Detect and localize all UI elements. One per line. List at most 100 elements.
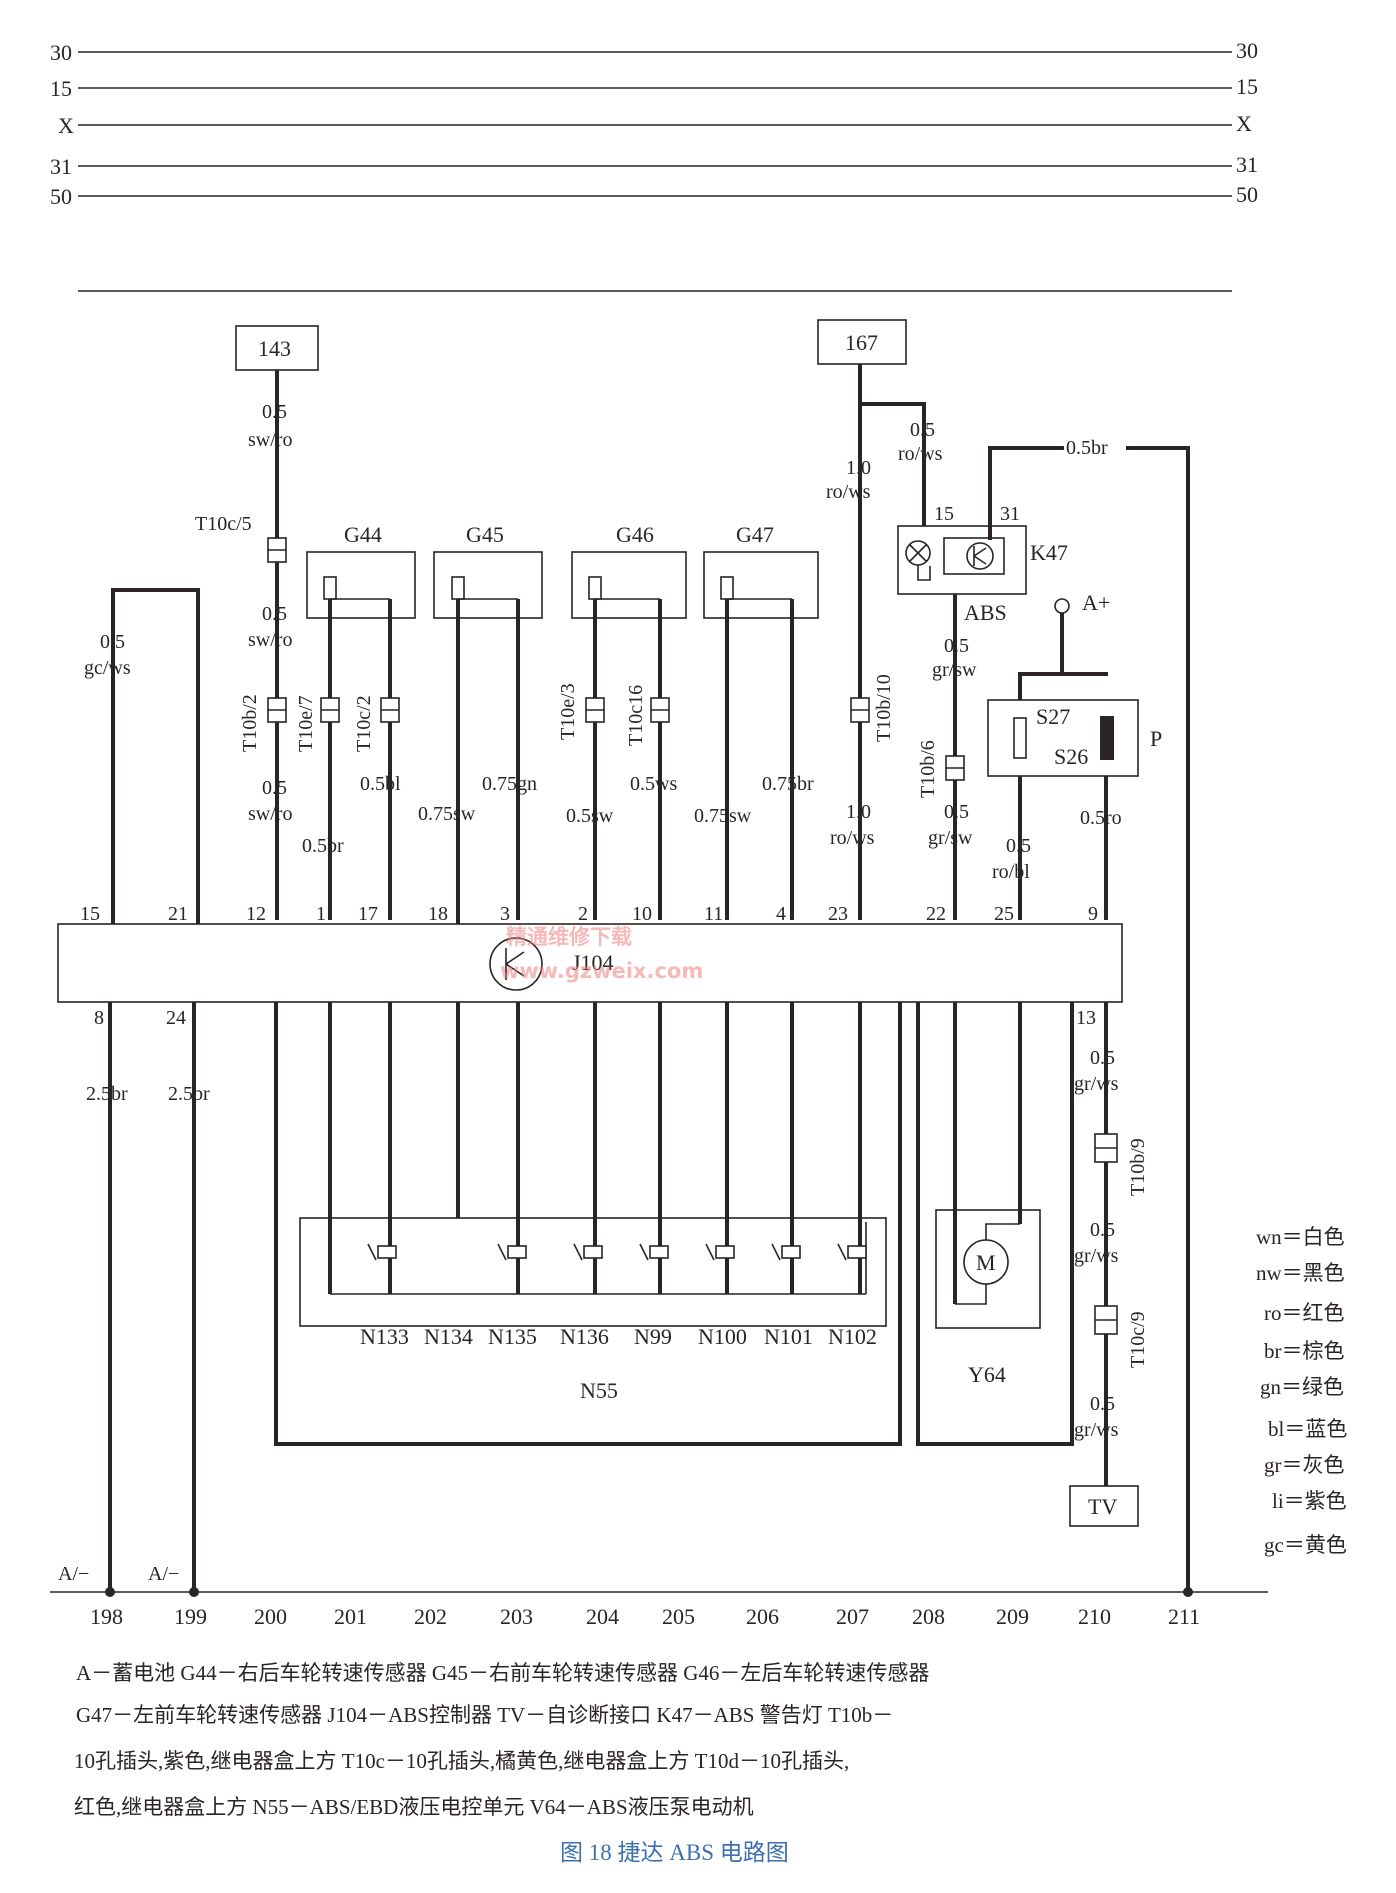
wire-label: 1.0 [846, 801, 871, 823]
box-167 [817, 319, 907, 365]
connector-label: T10c16 [625, 685, 647, 746]
wheel-speed-sensors: G44 0.5br 0.5bl G45 0.75sw 0.75gn G46 0.… [302, 522, 819, 1294]
wire-167: 167 1.0 ro/ws 1.0 ro/ws 0.5 ro/ws [817, 319, 943, 920]
n55-unit: N133 N134 N135 N136 N99 N100 N101 N102 N… [274, 1002, 902, 1446]
wire-label: 0.5 [262, 603, 287, 625]
connector-label: T10b/6 [917, 740, 939, 798]
s27-label: S27 [1036, 704, 1070, 729]
connector-label: T10e/7 [295, 695, 317, 752]
grid-number: 208 [912, 1604, 945, 1629]
wire-label: sw/ro [248, 429, 292, 451]
wire-label: 0.75gn [482, 773, 537, 795]
pin-label: 10 [632, 903, 652, 925]
solenoid-label: N101 [764, 1324, 813, 1349]
pin-label: 2 [578, 903, 588, 925]
grid-number: 210 [1078, 1604, 1111, 1629]
sensor-g45 [433, 551, 543, 619]
y64-pump: M Y64 [916, 1002, 1074, 1446]
wire-gc-ws: 0.5 gc/ws [84, 588, 200, 928]
wire-label: ro/ws [830, 827, 875, 849]
wire-label: gr/sw [928, 827, 973, 849]
solenoid-n99 [705, 1243, 735, 1261]
wire-label: 0.5 [910, 419, 935, 441]
rail-label-x-left: X [58, 113, 74, 138]
figure-caption: 图 18 捷达 ABS 电路图 [560, 1840, 789, 1865]
legend-item: ro＝红色 [1264, 1301, 1345, 1325]
ground-wires: 2.5br 2.5br A/− A/− [58, 1002, 1193, 1597]
sensor-label-g46: G46 [616, 522, 654, 547]
pin-label: 12 [246, 903, 266, 925]
connector-label: T10c/9 [1127, 1311, 1149, 1368]
legend-item: gc＝黄色 [1264, 1533, 1347, 1557]
sensor-label-g44: G44 [344, 522, 382, 547]
pin-label: 9 [1088, 903, 1098, 925]
legend-item: nw＝黑色 [1256, 1261, 1345, 1285]
wire-label: 0.75sw [418, 803, 476, 825]
legend-item: li＝紫色 [1272, 1489, 1347, 1513]
a-plus-terminal [1054, 598, 1070, 614]
connector-label: T10b/2 [239, 694, 261, 752]
tv-diagnostic: 0.5 gr/ws 0.5 gr/ws 0.5 gr/ws TV [1069, 1002, 1139, 1527]
connector-labels: T10b/2 T10e/7 T10c/2 T10e/3 T10c16 T10b/… [239, 674, 1149, 1368]
rail-label-50-left: 50 [50, 184, 72, 209]
pin-label: 24 [166, 1007, 186, 1029]
k47-warning-lamp: 15 31 K47 ABS 0.5br 0.5 gr/sw 0.5 gr/sw [897, 437, 1190, 1592]
box-143-label: 143 [258, 336, 291, 361]
s26-label: S26 [1054, 744, 1088, 769]
pin-label: 15 [80, 903, 100, 925]
description-line: 10孔插头,紫色,继电器盒上方 T10c－10孔插头,橘黄色,继电器盒上方 T1… [74, 1749, 849, 1773]
connector-label: T10c/2 [353, 695, 375, 752]
solenoid-label: N133 [360, 1324, 409, 1349]
pin-label: 23 [828, 903, 848, 925]
watermark-url: www.gzweix.com [500, 959, 703, 983]
k47-pin-label: 15 [934, 503, 954, 525]
wire-label: gr/ws [1074, 1073, 1119, 1095]
solenoid-n135 [573, 1243, 603, 1261]
solenoid-n136 [639, 1243, 669, 1261]
wire-label: ro/ws [826, 481, 871, 503]
switch-p: A+ S27 S26 P 0.5 ro/bl 0.5ro [987, 590, 1162, 920]
wire-label: ro/ws [898, 443, 943, 465]
wire-label: 0.5 [1090, 1393, 1115, 1415]
n55-label: N55 [580, 1378, 618, 1403]
solenoid-n134 [497, 1243, 527, 1261]
connector-label: T10b/9 [1127, 1138, 1149, 1196]
wire-label: gr/sw [932, 659, 977, 681]
a-plus-label: A+ [1082, 590, 1110, 615]
k47-label: K47 [1030, 540, 1068, 565]
watermark-cn: 精通维修下载 [506, 925, 632, 949]
grid-number: 211 [1168, 1604, 1200, 1629]
description-line: G47－左前车轮转速传感器 J104－ABS控制器 TV－自诊断接口 K47－A… [76, 1703, 893, 1727]
grid-number: 209 [996, 1604, 1029, 1629]
pin-label: 1 [316, 903, 326, 925]
rail-label-31-left: 31 [50, 154, 72, 179]
bottom-grid: 198 199 200 201 202 203 204 205 206 207 … [50, 1591, 1268, 1629]
tv-box [1069, 1485, 1139, 1527]
solenoid-label: N100 [698, 1324, 747, 1349]
pin-label: 17 [358, 903, 378, 925]
pin-label: 21 [168, 903, 188, 925]
rail-label-15-left: 15 [50, 76, 72, 101]
wire-label: 0.75sw [694, 805, 752, 827]
legend-item: bl＝蓝色 [1268, 1417, 1347, 1441]
rail-label-15-right: 15 [1236, 74, 1258, 99]
ground-label: A/− [148, 1563, 179, 1585]
grid-number: 198 [90, 1604, 123, 1629]
wire-label: 0.5ro [1080, 807, 1122, 829]
pin-label: 3 [500, 903, 510, 925]
connector-label: T10c/5 [195, 513, 252, 535]
solenoid-label: N135 [488, 1324, 537, 1349]
wire-label: 0.5 [100, 631, 125, 653]
solenoid-label: N134 [424, 1324, 473, 1349]
description: A－蓄电池 G44－右后车轮转速传感器 G45－右前车轮转速传感器 G46－左后… [74, 1661, 929, 1865]
solenoid-n100 [771, 1243, 801, 1261]
motor-label: M [976, 1250, 996, 1275]
y64-label: Y64 [968, 1362, 1006, 1387]
wire-label: sw/ro [248, 803, 292, 825]
abs-label: ABS [964, 600, 1007, 625]
grid-number: 200 [254, 1604, 287, 1629]
transistor-icon [966, 542, 994, 570]
connector-label: T10b/10 [873, 674, 895, 742]
power-rails: 30 15 X 31 50 30 15 X 31 50 [50, 38, 1258, 292]
legend-item: gr＝灰色 [1264, 1453, 1345, 1477]
